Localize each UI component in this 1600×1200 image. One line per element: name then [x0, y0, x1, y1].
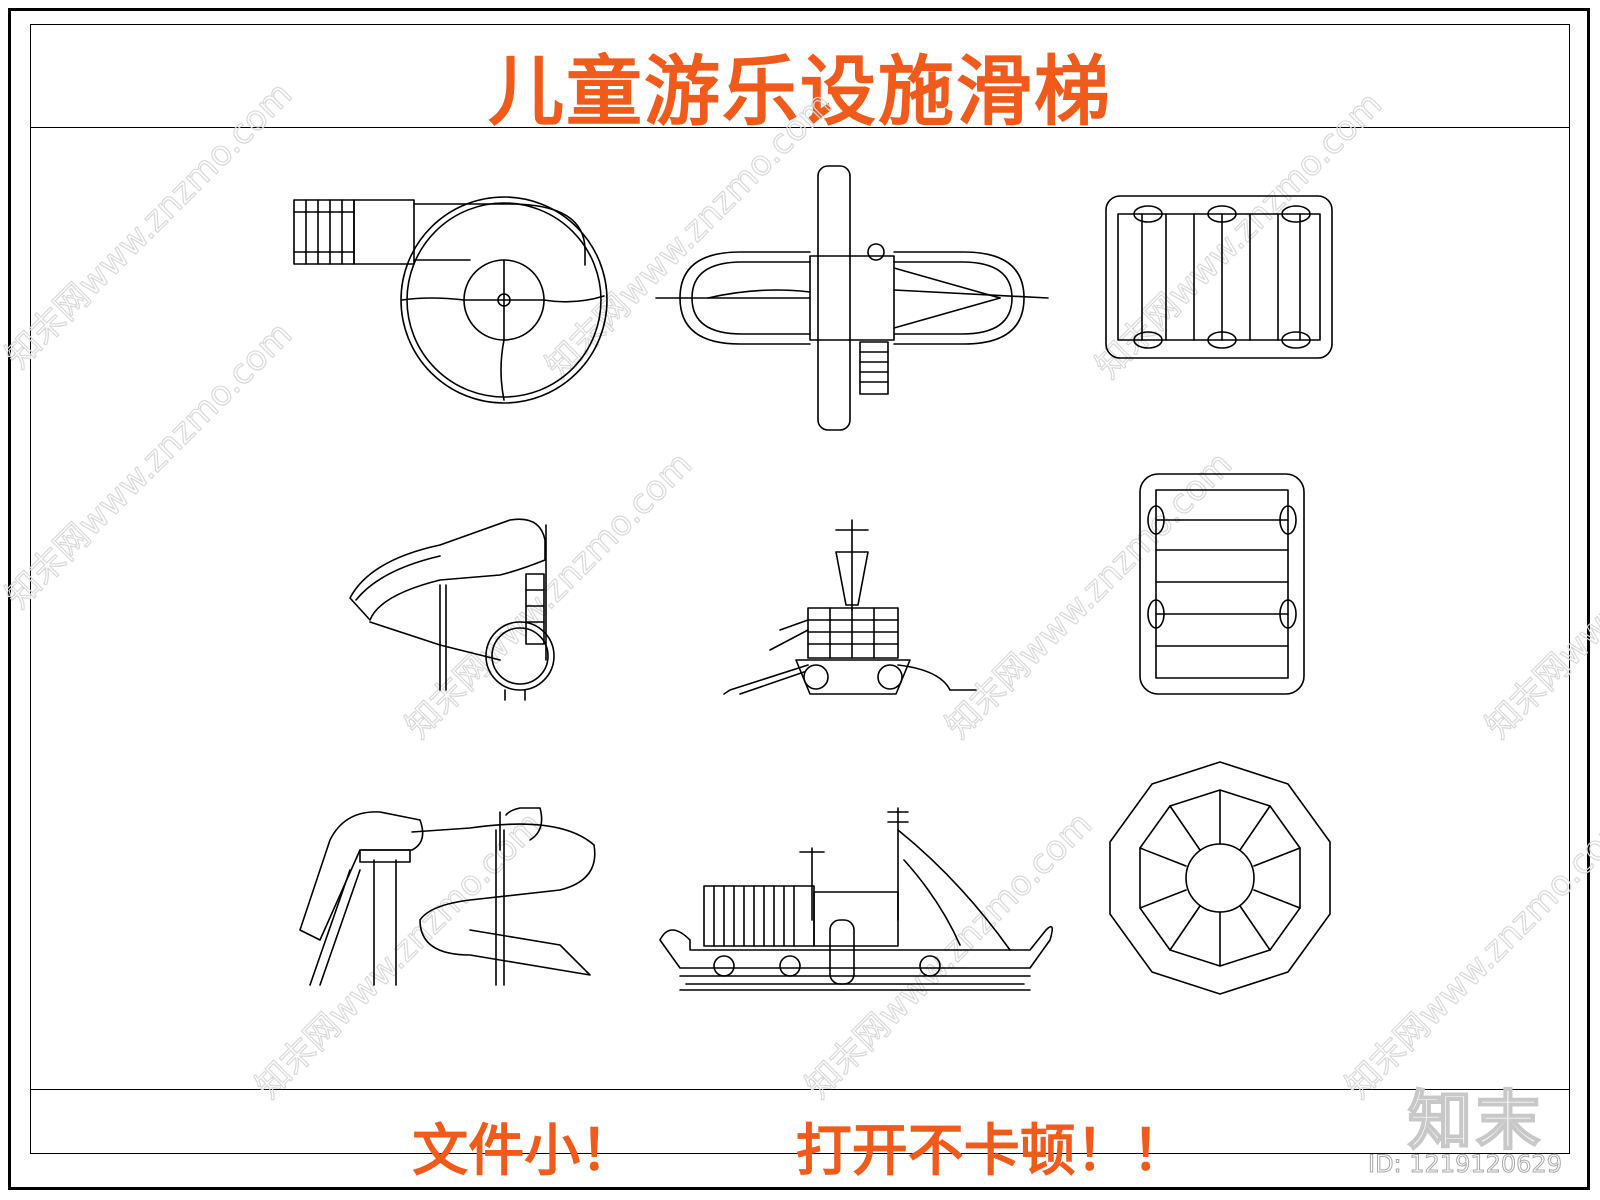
pirate-ship-front-elevation — [723, 519, 977, 695]
watermark-layer: 知末网www.znzmo.com 知末网www.znzmo.com 知末网www… — [0, 74, 1600, 1107]
brand-watermark: 知末 — [1407, 1084, 1544, 1160]
inner-frame — [30, 24, 1570, 1154]
footer-divider — [30, 1089, 1570, 1090]
spiral-slide-plan — [293, 196, 608, 404]
watermark-text: 知末网www.znzmo.com — [798, 804, 1100, 1106]
footer-slogan-right: 打开不卡顿！！ — [795, 1119, 1188, 1184]
double-tube-slide-elevation — [299, 807, 596, 986]
tube-slide-elevation — [349, 518, 555, 701]
watermark-text: 知末网www.znzmo.com — [398, 444, 700, 746]
footer-slogan-left: 文件小！ — [412, 1119, 637, 1184]
watermark-text: 知末网www.znzmo.com — [1338, 804, 1600, 1106]
padded-mat-plan-tall — [1139, 473, 1305, 695]
title-divider — [30, 127, 1570, 128]
decagon-mat-plan — [1109, 761, 1331, 995]
watermark-text: 知末网www.znzmo.com — [1478, 444, 1600, 746]
pirate-ship-side-elevation — [659, 807, 1054, 991]
id-watermark: ID: 1219120629 — [1368, 1150, 1563, 1179]
padded-mat-plan-wide — [1105, 195, 1333, 359]
watermark-text: 知末网www.znzmo.com — [0, 314, 300, 616]
footer-slogan: 文件小！ 打开不卡顿！！ — [0, 1106, 1600, 1187]
page-title: 儿童游乐设施滑梯 — [488, 47, 1112, 136]
outer-frame — [8, 8, 1590, 1190]
capsule-tower-plan — [655, 165, 1049, 431]
